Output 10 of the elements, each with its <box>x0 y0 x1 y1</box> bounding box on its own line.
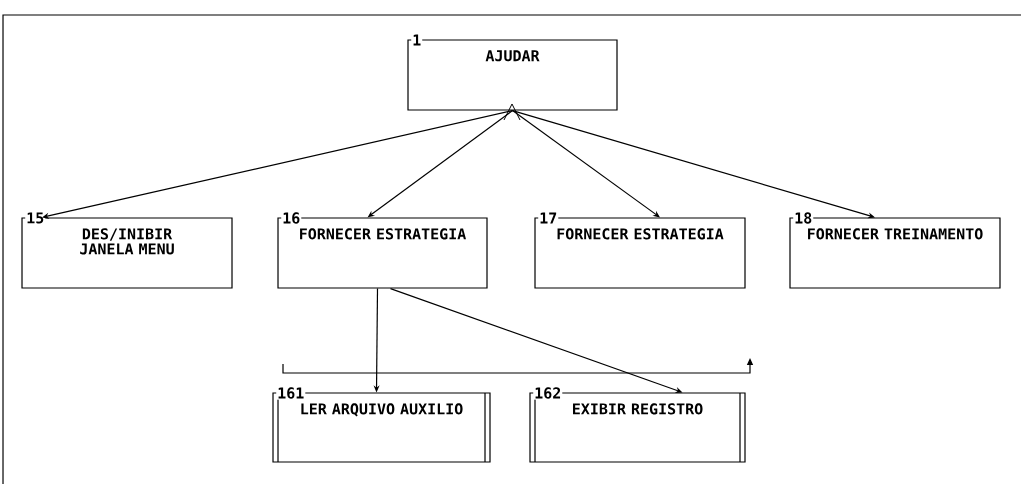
arrow <box>42 110 514 219</box>
process-box: FORNECER ESTRATEGIA 17 <box>534 211 746 289</box>
process-box: FORNECER ESTRATEGIA 16 <box>277 211 488 289</box>
arrow <box>511 110 660 218</box>
process-box: EXIBIR REGISTRO 162 <box>529 386 746 463</box>
process-box: DES/INIBIR JANELA MENU 15 <box>21 211 233 289</box>
process-box: AJUDAR 1 <box>407 33 618 111</box>
process-box: FORNECER TREINAMENTO 18 <box>789 211 1001 289</box>
arrow <box>511 110 875 219</box>
process-box: LER ARQUIVO AUXILIO 161 <box>272 386 491 463</box>
